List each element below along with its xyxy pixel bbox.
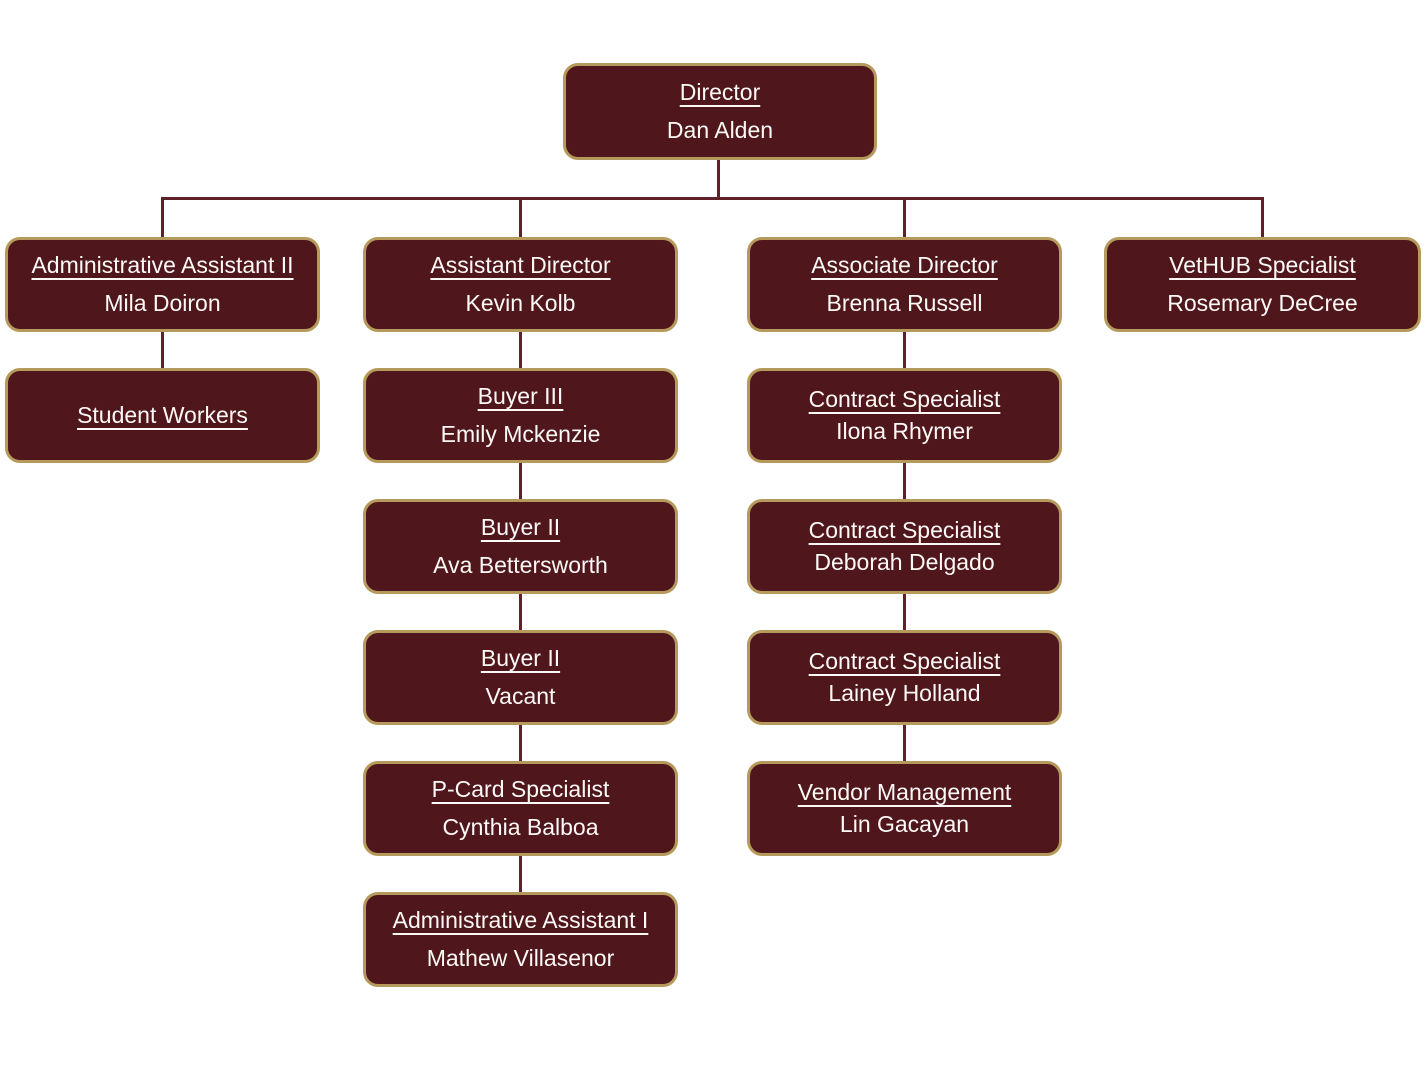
org-node-student-workers: Student Workers — [5, 368, 320, 463]
org-node-buyer-3: Buyer III Emily Mckenzie — [363, 368, 678, 463]
org-node-contract-specialist-2: Contract Specialist Deborah Delgado — [747, 499, 1062, 594]
connector-contract1-contract2 — [903, 461, 906, 501]
node-title: Administrative Assistant I — [392, 906, 649, 933]
connector-buyer2b-pcard — [519, 723, 522, 763]
node-title: Contract Specialist — [808, 516, 1001, 543]
node-title: VetHUB Specialist — [1169, 251, 1356, 278]
node-title: Administrative Assistant II — [31, 251, 294, 278]
node-title: Associate Director — [811, 251, 998, 278]
node-title: P-Card Specialist — [431, 775, 610, 802]
org-node-contract-specialist-1: Contract Specialist Ilona Rhymer — [747, 368, 1062, 463]
node-person-name: Rosemary DeCree — [1167, 290, 1358, 316]
connector-contract2-contract3 — [903, 592, 906, 632]
connector-director-stem — [717, 158, 720, 199]
connector-admin2-students — [161, 330, 164, 370]
node-person-name: Ava Bettersworth — [433, 552, 608, 578]
node-title: Buyer III — [477, 382, 564, 409]
connector-buyer3-buyer2a — [519, 461, 522, 501]
node-person-name: Cynthia Balboa — [442, 814, 599, 840]
org-node-vendor-management: Vendor Management Lin Gacayan — [747, 761, 1062, 856]
node-title: Contract Specialist — [808, 385, 1001, 412]
node-title: Student Workers — [77, 401, 248, 428]
org-node-associate-director: Associate Director Brenna Russell — [747, 237, 1062, 332]
node-person-name: Dan Alden — [666, 117, 774, 143]
node-title: Buyer II — [480, 644, 561, 671]
connector-buyer2a-buyer2b — [519, 592, 522, 632]
node-person-name: Lainey Holland — [828, 680, 981, 706]
node-person-name: Kevin Kolb — [465, 290, 576, 316]
node-title: Director — [679, 78, 761, 105]
connector-contract3-vendor — [903, 723, 906, 763]
connector-level2-horizontal — [161, 197, 1264, 200]
node-title: Assistant Director — [430, 251, 611, 278]
connector-drop-assoc-director — [903, 197, 906, 237]
connector-drop-asst-director — [519, 197, 522, 237]
node-person-name: Lin Gacayan — [839, 811, 970, 837]
node-person-name: Mathew Villasenor — [426, 945, 615, 971]
org-node-vethub-specialist: VetHUB Specialist Rosemary DeCree — [1104, 237, 1421, 332]
node-person-name: Vacant — [485, 683, 556, 709]
org-node-buyer-2-ava: Buyer II Ava Bettersworth — [363, 499, 678, 594]
node-title: Buyer II — [480, 513, 561, 540]
org-node-contract-specialist-3: Contract Specialist Lainey Holland — [747, 630, 1062, 725]
org-node-buyer-2-vacant: Buyer II Vacant — [363, 630, 678, 725]
connector-assocdir-contract1 — [903, 330, 906, 370]
connector-pcard-admin1 — [519, 854, 522, 894]
org-node-administrative-assistant-2: Administrative Assistant II Mila Doiron — [5, 237, 320, 332]
org-node-assistant-director: Assistant Director Kevin Kolb — [363, 237, 678, 332]
node-person-name: Brenna Russell — [826, 290, 983, 316]
org-node-administrative-assistant-1: Administrative Assistant I Mathew Villas… — [363, 892, 678, 987]
connector-asstdir-buyer3 — [519, 330, 522, 370]
node-person-name: Deborah Delgado — [814, 549, 995, 575]
node-person-name: Ilona Rhymer — [836, 418, 973, 444]
org-node-director: Director Dan Alden — [563, 63, 877, 160]
connector-drop-vethub — [1261, 197, 1264, 237]
connector-drop-admin2 — [161, 197, 164, 237]
org-node-pcard-specialist: P-Card Specialist Cynthia Balboa — [363, 761, 678, 856]
node-title: Vendor Management — [797, 778, 1012, 805]
node-title: Contract Specialist — [808, 647, 1001, 674]
node-person-name: Mila Doiron — [104, 290, 221, 316]
node-person-name: Emily Mckenzie — [440, 421, 601, 447]
